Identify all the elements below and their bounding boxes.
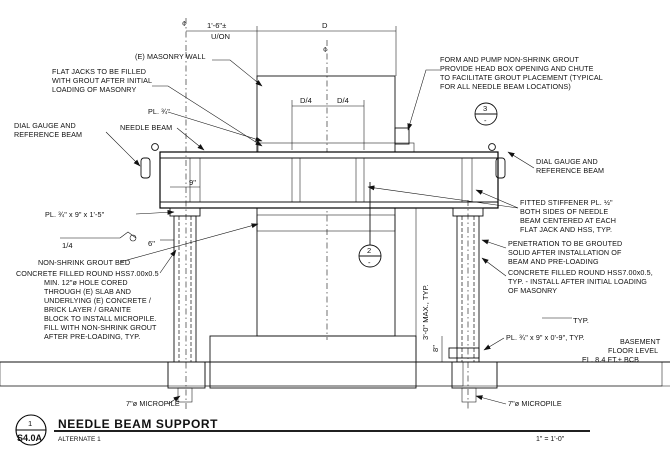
detail-number: 1 (28, 419, 32, 428)
note-masonry-wall: (E) MASONRY WALL (135, 52, 206, 61)
grout-bed-mid (256, 214, 396, 232)
dimensions: 1'-6"± U/ON D D/4 D/4 9" 6" 1/4 3'-0" MA… (60, 21, 589, 362)
micropile-right (461, 387, 477, 403)
hss-column-right (448, 200, 498, 410)
centerline-symbol-top: ¢ (323, 45, 327, 54)
detail-sheet: S4.0A (17, 433, 43, 443)
title-block: 1 S4.0A NEEDLE BEAM SUPPORT ALTERNATE 1 … (15, 414, 590, 446)
dim-max-height: 3'-0" MAX., TYP. (421, 284, 430, 340)
needle-beam (140, 142, 506, 209)
notes-left: (E) MASONRY WALL FLAT JACKS TO BE FILLED… (14, 52, 206, 408)
note-fitted-stiffener: FITTED STIFFENER PL. ½" BOTH SIDES OF NE… (520, 198, 618, 234)
dim-weld: 1/4 (62, 241, 73, 250)
hss-column-left (167, 52, 206, 410)
centerline-symbol-left: ¢ (182, 19, 186, 28)
slab-mid (204, 361, 464, 387)
note-dial-gauge-right: DIAL GAUGE AND REFERENCE BEAM (536, 157, 604, 175)
slab-left (0, 361, 169, 387)
micropile-left (177, 387, 193, 403)
note-flat-jacks: FLAT JACKS TO BE FILLED WITH GROUT AFTER… (52, 67, 154, 94)
dial-gauge-right (495, 157, 506, 179)
note-micropile-right: 7"ø MICROPILE (508, 399, 562, 408)
notes-right: FORM AND PUMP NON-SHRINK GROUT PROVIDE H… (440, 55, 662, 408)
note-plate-top: PL. ¾" (148, 107, 170, 116)
dim-quarter-right: D/4 (337, 96, 349, 105)
note-micropile-left: 7"ø MICROPILE (126, 399, 180, 408)
dim-width: D (322, 21, 328, 30)
note-hss-left: CONCRETE FILLED ROUND HSS7.00x0.5 MIN. 1… (16, 269, 161, 341)
note-needle-beam: NEEDLE BEAM (120, 123, 172, 132)
dial-gauge-left (140, 157, 151, 179)
dim-typ: TYP. (573, 316, 589, 325)
detail-scale: 1" = 1'-0" (536, 436, 565, 443)
dim-offset-unit: U/ON (211, 32, 230, 41)
dim-quarter-left: D/4 (300, 96, 312, 105)
detail-subtitle: ALTERNATE 1 (58, 436, 101, 443)
section-marker-3: 3 - (474, 102, 498, 126)
slab-right (496, 361, 663, 387)
note-penetration: PENETRATION TO BE GROUTED SOLID AFTER IN… (508, 239, 624, 266)
note-form-pump: FORM AND PUMP NON-SHRINK GROUT PROVIDE H… (440, 55, 605, 91)
note-non-shrink-bed: NON-SHRINK GROUT BED (38, 258, 130, 267)
leader-lines (105, 59, 535, 405)
dim-six: 6" (148, 239, 155, 248)
section-marker-2: 2 - (358, 182, 382, 268)
section-2-number: 2 (367, 246, 371, 255)
grout-head-box (394, 127, 410, 145)
note-plate-left: PL. ¾" x 9" x 1'-5" (45, 210, 105, 219)
section-3-number: 3 (483, 104, 487, 113)
detail-title: NEEDLE BEAM SUPPORT (58, 417, 218, 431)
section-2-sheet: - (368, 258, 371, 267)
dim-nine: 9" (189, 178, 196, 187)
dim-offset: 1'-6"± (207, 21, 226, 30)
dim-eight: 8" (431, 345, 440, 352)
note-dial-gauge-left: DIAL GAUGE AND REFERENCE BEAM (14, 121, 82, 139)
note-hss-right: CONCRETE FILLED ROUND HSS7.00x0.5, TYP. … (508, 268, 655, 295)
ground-section (0, 335, 670, 389)
note-basement: BASEMENT FLOOR LEVEL EL. 8.4 FT.± BCB (582, 337, 662, 364)
note-plate-right: PL. ¾" x 9" x 0'-9", TYP. (506, 333, 585, 342)
section-3-sheet: - (484, 116, 487, 125)
flat-jack-row (257, 142, 415, 153)
